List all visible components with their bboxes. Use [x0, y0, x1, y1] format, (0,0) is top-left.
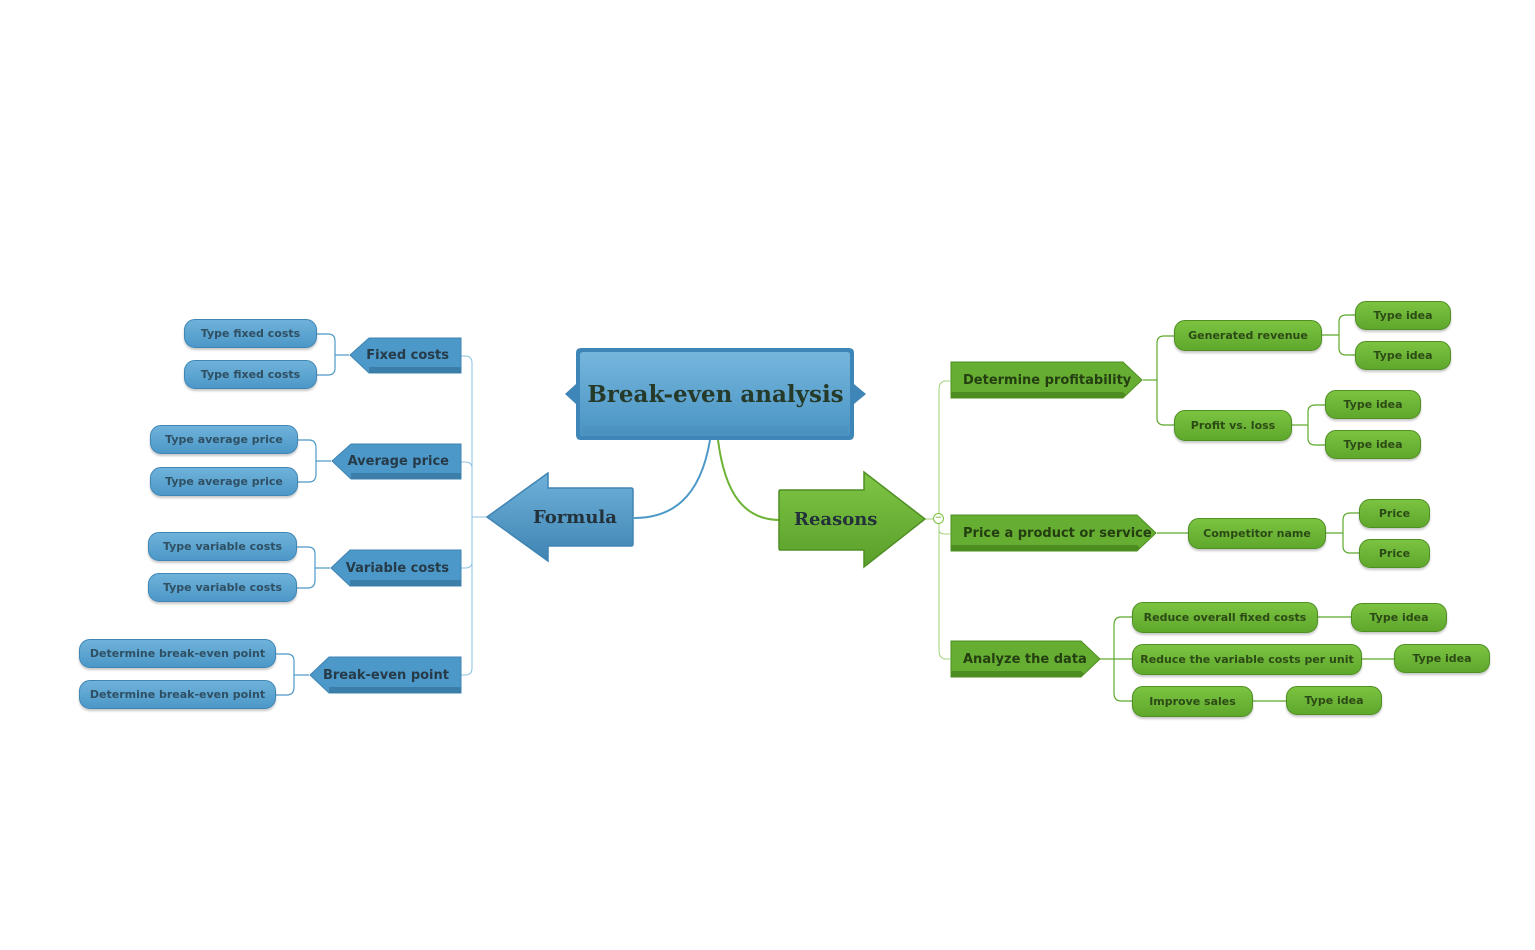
leaf-competitor-price-1[interactable]: Price: [1359, 499, 1430, 528]
subtopic-label: Analyze the data: [963, 651, 1087, 667]
subtopic-label: Fixed costs: [366, 348, 449, 363]
subtopic-fixed-costs[interactable]: Fixed costs: [349, 337, 462, 374]
leaf-competitor-price-2[interactable]: Price: [1359, 539, 1430, 568]
leaf-revenue-idea-1[interactable]: Type idea: [1355, 301, 1451, 330]
tag-shape: [330, 549, 462, 587]
leaf-break-even-2[interactable]: Determine break-even point: [79, 680, 276, 709]
node-improve-sales[interactable]: Improve sales: [1132, 686, 1253, 717]
leaf-break-even-1[interactable]: Determine break-even point: [79, 639, 276, 668]
leaf-sales-idea[interactable]: Type idea: [1286, 686, 1382, 715]
subtopic-price-product[interactable]: Price a product or service: [950, 514, 1157, 552]
node-reduce-variable-costs[interactable]: Reduce the variable costs per unit: [1132, 644, 1362, 675]
connector-central-formula: [633, 439, 711, 519]
tag-shape: [950, 514, 1157, 552]
tag-shape: [950, 361, 1143, 399]
formula-fans: [276, 333, 349, 696]
subtopic-determine-profitability[interactable]: Determine profitability: [950, 361, 1143, 399]
leaf-fixed-idea[interactable]: Type idea: [1351, 603, 1447, 632]
leaf-average-price-1[interactable]: Type average price: [150, 425, 298, 454]
reasons-arrow-shape: [778, 470, 927, 569]
leaf-profit-idea-2[interactable]: Type idea: [1325, 430, 1421, 459]
subtopic-label: Price a product or service: [963, 525, 1152, 541]
central-topic-title: Break-even analysis: [587, 380, 844, 408]
leaf-variable-costs-1[interactable]: Type variable costs: [148, 532, 297, 561]
central-topic-shape: [565, 348, 866, 440]
subtopic-label: Break-even point: [322, 667, 449, 683]
subtopic-variable-costs[interactable]: Variable costs: [330, 549, 462, 587]
subtopic-label: Average price: [347, 454, 449, 469]
tag-shape: [950, 640, 1101, 678]
reasons-label: Reasons: [794, 509, 878, 530]
main-topic-formula[interactable]: Formula: [486, 472, 635, 563]
central-topic[interactable]: Break-even analysis: [563, 346, 868, 442]
formula-arrow-shape: [486, 472, 634, 563]
connector-central-reasons: [717, 439, 781, 521]
tag-shape: [349, 337, 462, 374]
node-competitor-name[interactable]: Competitor name: [1188, 518, 1326, 549]
subtopic-break-even-point[interactable]: Break-even point: [309, 656, 462, 694]
node-generated-revenue[interactable]: Generated revenue: [1174, 320, 1322, 351]
leaf-average-price-2[interactable]: Type average price: [150, 467, 298, 496]
reasons-fans: [1100, 314, 1394, 702]
tag-shape: [331, 443, 462, 480]
leaf-variable-idea[interactable]: Type idea: [1394, 644, 1490, 673]
tag-shape: [309, 656, 462, 694]
formula-trunk: [461, 355, 486, 676]
leaf-fixed-costs-1[interactable]: Type fixed costs: [184, 319, 317, 348]
node-profit-vs-loss[interactable]: Profit vs. loss: [1174, 410, 1292, 441]
formula-label: Formula: [533, 507, 617, 528]
leaf-profit-idea-1[interactable]: Type idea: [1325, 390, 1421, 419]
leaf-revenue-idea-2[interactable]: Type idea: [1355, 341, 1451, 370]
leaf-fixed-costs-2[interactable]: Type fixed costs: [184, 360, 317, 389]
subtopic-average-price[interactable]: Average price: [331, 443, 462, 480]
node-reduce-fixed-costs[interactable]: Reduce overall fixed costs: [1132, 602, 1318, 633]
subtopic-label: Determine profitability: [963, 372, 1132, 388]
leaf-variable-costs-2[interactable]: Type variable costs: [148, 573, 297, 602]
subtopic-label: Variable costs: [345, 560, 449, 576]
collapse-toggle[interactable]: −: [933, 513, 944, 524]
main-topic-reasons[interactable]: Reasons: [778, 470, 927, 569]
subtopic-analyze-data[interactable]: Analyze the data: [950, 640, 1101, 678]
